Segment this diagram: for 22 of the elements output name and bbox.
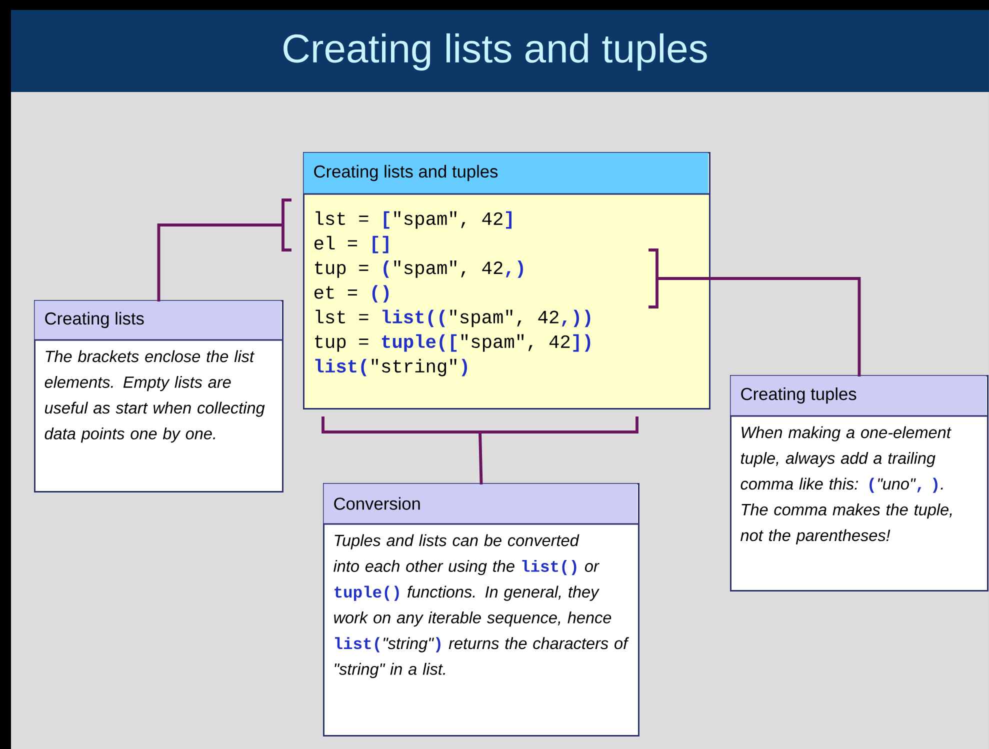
code-line: tup = tuple(["spam", 42]) bbox=[315, 334, 590, 352]
bracket-connector bbox=[157, 198, 292, 302]
callout-box bbox=[323, 483, 640, 736]
box-heading: Creating tuples bbox=[741, 387, 856, 404]
note-text: When making a one-element tuple, always add a trailing comma like this: ("uno", ). The comma makes the tuple, not the parentheses! bbox=[740, 426, 952, 544]
bracket-connector bbox=[322, 416, 638, 484]
box-heading: Creating lists bbox=[45, 312, 144, 328]
code-line: lst = list(("spam", 42,)) bbox=[316, 310, 590, 328]
title-banner: Creating lists and tuples bbox=[11, 10, 989, 92]
box-heading: Conversion bbox=[334, 497, 420, 510]
note-text: The brackets enclose the list elements. Empty lists are useful as start when collecting data points one by one. bbox=[44, 350, 265, 443]
callout-box bbox=[730, 375, 988, 592]
callout-box bbox=[34, 300, 284, 492]
code-line: list("string") bbox=[315, 358, 467, 376]
box-heading: Creating lists and tuples bbox=[314, 164, 498, 182]
code-line: el = [] bbox=[314, 236, 388, 254]
bracket-connector bbox=[648, 248, 861, 376]
code-line: et = () bbox=[314, 285, 389, 302]
code-line: tup = ("spam", 42,) bbox=[315, 260, 523, 278]
code-line: lst = ["spam", 42] bbox=[316, 211, 512, 229]
note-text: Tuples and lists can be converted into each other using the list() or tuple() functions. In general, they work on any iterable sequence, hence list("string") returns the characters of "string" in a list. bbox=[334, 534, 629, 678]
code-box bbox=[303, 152, 710, 410]
